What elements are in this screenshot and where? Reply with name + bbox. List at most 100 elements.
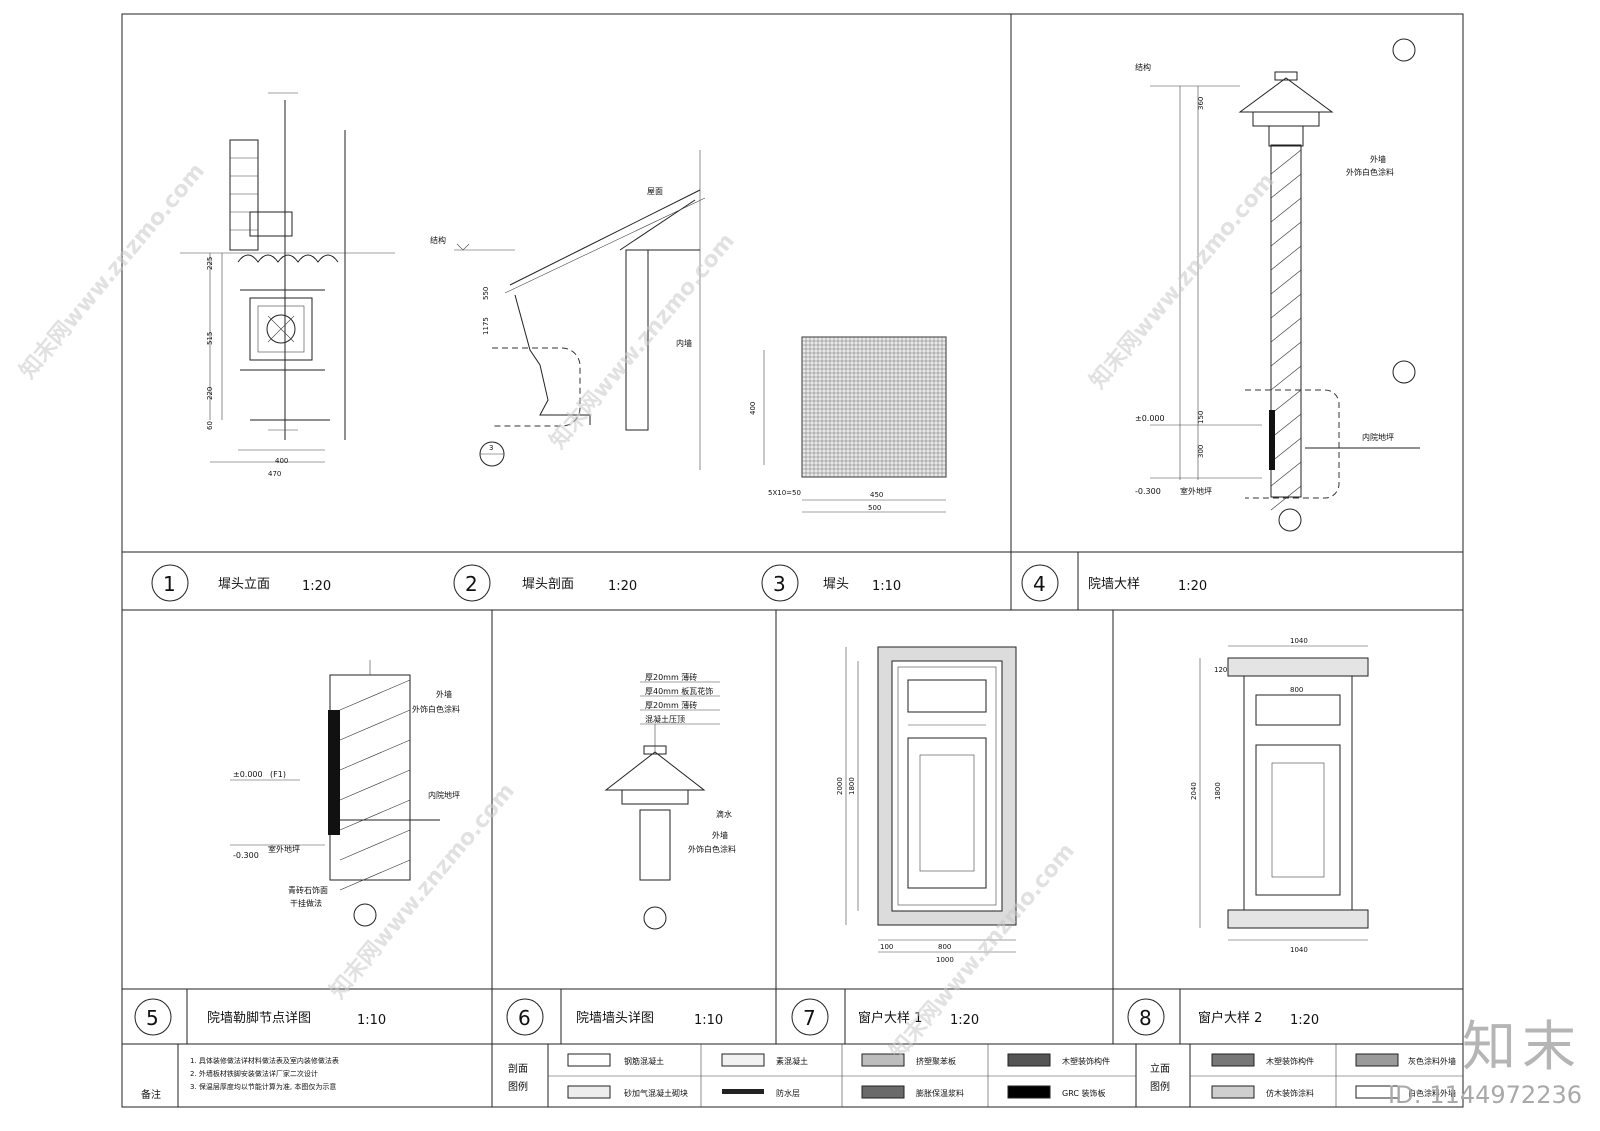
panel-4-number: 4 [1033,572,1046,596]
panel-6-title: 院墙墙头详图 [576,1011,654,1026]
dim-100-p7: 100 [880,943,893,951]
svg-text:3: 3 [489,444,493,452]
dim-1175: 1175 [482,317,490,335]
legend-white-paint: 白色涂料外墙 [1408,1088,1456,1098]
dim-1040-bottom: 1040 [1290,946,1308,954]
label-structure-4: 结构 [1135,62,1151,72]
brand-block: 知末 ID: 1144972236 [1388,1002,1582,1109]
swatch-grey-paint [1355,1053,1399,1067]
layer-3: 厚20mm 薄砖 [645,700,697,710]
panel-7-scale: 1:20 [950,1013,979,1028]
dim-1800-p8: 1800 [1214,782,1222,800]
section-legend-heading-1: 剖面 [508,1062,528,1075]
panel-6-detail: 厚20mm 薄砖 厚40mm 板瓦花饰 厚20mm 薄砖 混凝土压顶 滴水 外墙… [604,672,736,930]
label-outer-wall-5: 外墙 [436,689,452,699]
panel-4-number-circle [1021,564,1059,602]
elev-legend-heading-1: 立面 [1150,1062,1170,1075]
legend-insulation: 膨胀保温浆料 [916,1088,964,1098]
swatch-wpc-elev [1211,1053,1255,1067]
sheet-border [121,13,1464,1108]
dim-2040-p8: 2040 [1190,782,1198,800]
label-outer-wall-4: 外墙 [1370,154,1386,164]
watermarks: 知末网www.znzmo.com 知末网www.znzmo.com 知末网www… [15,158,1280,1064]
note-1: 1. 具体装修做法详材料做法表及室内装修做法表 [190,1056,339,1065]
level-zero-5: ±0.000 [233,770,263,779]
brand-id: ID: 1144972236 [1388,1081,1582,1109]
panel-1-scale: 1:20 [302,579,331,594]
label-roof: 屋面 [647,187,663,196]
panel-2-number: 2 [465,572,478,596]
swatch-white-paint [1355,1085,1399,1099]
panel-3-title: 墀头 [823,577,849,592]
dim-400: 400 [275,457,288,465]
panel-1-number: 1 [163,572,176,596]
legend-xps: 挤塑聚苯板 [916,1056,956,1066]
panel-1-dims: 225 515 220 60 400 470 [206,257,288,478]
panel-5-title: 院墙勒脚节点详图 [207,1010,311,1026]
label-outer-wall-6: 外墙 [712,830,728,840]
dim-550: 550 [482,287,490,300]
notes-heading: 备注 [141,1088,161,1101]
swatch-grc [1007,1085,1051,1099]
dim-400-p3: 400 [749,402,757,415]
dim-300: 300 [1197,445,1205,458]
swatch-xps [861,1053,905,1067]
panel-3-number: 3 [773,572,786,596]
panel-5-detail: ±0.000 (F1) -0.300 室外地坪 外墙 外饰白色涂料 内院地坪 青… [230,660,460,927]
dim-360: 360 [1197,97,1205,110]
dim-220: 220 [206,387,214,400]
layer-4: 混凝土压顶 [645,714,685,724]
level-minus-4: -0.300 [1135,487,1161,496]
watermark-3: 知末网www.znzmo.com [1085,168,1280,394]
panel-8-number: 8 [1139,1006,1152,1030]
panel-1-elevation [180,92,395,463]
panel-6-number: 6 [518,1006,531,1030]
dim-2000-p7: 2000 [836,777,844,795]
panel-4-title: 院墙大样 [1088,577,1140,592]
panel-6-number-circle [506,998,544,1036]
label-gutter: 滴水 [716,809,732,819]
dim-500: 500 [868,504,881,512]
label-outdoor-5: 室外地坪 [268,844,300,854]
panel-3-grid: 450 500 5X10=50 400 [749,336,947,513]
watermark-1: 知末网www.znzmo.com [15,158,210,384]
panel-2-scale: 1:20 [608,579,637,594]
panel-5-number: 5 [146,1006,159,1030]
panel-1-number-circle [151,564,189,602]
label-stone-face: 青砖石饰面 [288,885,328,895]
note-2: 2. 外墙板材铁脚安装做法详厂家二次设计 [190,1069,318,1078]
panel-3-scale: 1:10 [872,579,901,594]
level-minus-5: -0.300 [233,851,259,860]
panel-titles: 1 墀头立面 1:20 2 墀头剖面 1:20 3 墀头 1:10 4 院墙大样… [134,564,1319,1036]
dim-450: 450 [870,491,883,499]
legend-plain-concrete: 素混凝土 [776,1056,808,1066]
dim-120-p8: 120 [1214,666,1227,674]
label-outer-paint-6: 外饰白色涂料 [688,844,736,854]
label-outer-paint-5: 外饰白色涂料 [412,704,460,714]
panel-6-scale: 1:10 [694,1013,723,1028]
legend-waterproof: 防水层 [776,1088,800,1098]
watermark-2: 知末网www.znzmo.com [545,228,740,454]
swatch-wood-paint [1211,1085,1255,1099]
legend-wood-paint: 仿木装饰涂料 [1266,1088,1314,1098]
legend-grc: GRC 装饰板 [1062,1088,1106,1098]
label-outdoor-4: 室外地坪 [1180,486,1212,496]
swatch-aac [567,1085,611,1099]
dim-1040-top: 1040 [1290,637,1308,645]
panel-7-window: 800 1000 100 2000 1800 [836,646,1017,964]
label-dry-hang: 干挂做法 [290,898,322,908]
panel-4-scale: 1:20 [1178,579,1207,594]
f1-label: (F1) [270,770,286,779]
legend-wpc-elev: 木塑装饰构件 [1266,1056,1314,1066]
label-structure-2: 结构 [430,235,446,245]
label-courtyard-5: 内院地坪 [428,790,460,800]
swatch-plain-concrete [721,1053,765,1067]
swatch-rc [567,1053,611,1067]
panel-1-title: 墀头立面 [218,577,270,592]
panel-8-title: 窗户大样 2 [1198,1010,1262,1026]
dim-60: 60 [206,421,214,430]
notes-band: 备注 1. 具体装修做法详材料做法表及室内装修做法表 2. 外墙板材铁脚安装做法… [141,1053,1456,1101]
panel-5-number-circle [134,998,172,1036]
swatch-waterproof [722,1089,764,1094]
label-inner-wall: 内墙 [676,338,692,348]
